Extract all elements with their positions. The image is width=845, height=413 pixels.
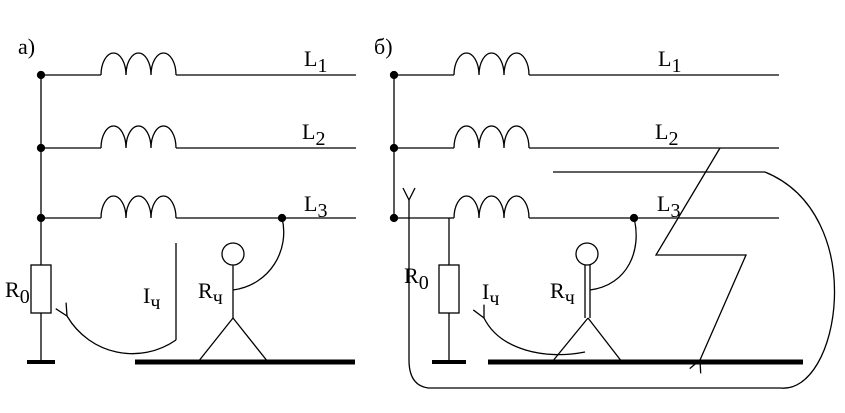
panel-b-circuit: [389, 52, 836, 389]
body-resistance-label: Rч: [550, 278, 575, 309]
phase-line-l2: [41, 125, 356, 149]
current-arrow: [67, 243, 177, 355]
phase-line-l2: [394, 125, 779, 149]
resistor-r0-label: R0: [404, 263, 429, 294]
junction-dot: [36, 143, 46, 153]
phase-label-l3: L3: [657, 191, 681, 222]
body-resistance-label: Rч: [198, 278, 223, 309]
fault-current-loop: [409, 171, 836, 389]
person-figure: [197, 217, 285, 363]
phase-label-l2: L2: [302, 119, 326, 150]
junction-dot: [36, 213, 46, 223]
junction-dot: [389, 143, 399, 153]
junction-dot: [389, 213, 399, 223]
resistor-r0: [30, 264, 52, 314]
panel-a-circuit: [27, 52, 356, 365]
junction-dot: [36, 70, 46, 80]
phase-label-l1: L1: [304, 46, 328, 77]
phase-label-l2: L2: [655, 119, 679, 150]
phase-line-l1: [394, 52, 779, 76]
resistor-r0-label: R0: [5, 277, 30, 308]
phase-line-l1: [41, 52, 356, 76]
resistor-r0: [438, 264, 460, 314]
phase-line-l3: [41, 195, 356, 219]
current-label: Iч: [482, 279, 500, 310]
current-label: Iч: [143, 283, 161, 314]
current-arrow: [484, 318, 586, 356]
phase-line-l3: [449, 195, 779, 219]
panel-b-label: б): [374, 34, 393, 59]
phase-label-l1: L1: [658, 46, 682, 77]
person-figure: [551, 217, 637, 363]
panel-a-label: а): [18, 34, 36, 59]
fault-lightning: [654, 147, 747, 360]
phase-label-l3: L3: [304, 191, 328, 222]
junction-dot: [389, 70, 399, 80]
